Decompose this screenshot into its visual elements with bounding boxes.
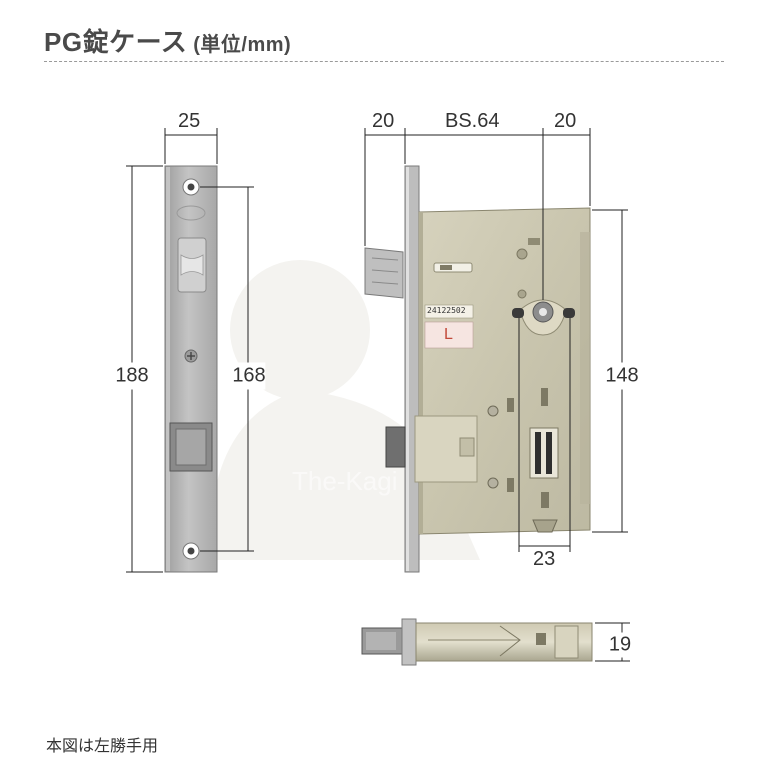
dimension-lines [126,128,630,662]
dim-bottom-width: 23 [533,548,556,570]
lock-case-bottom [361,618,593,666]
dim-case-height: 148 [605,362,639,390]
dim-front-width: 25 [178,110,201,132]
hand-mark: L [444,326,453,343]
dim-backset-right: 20 [554,110,577,132]
title-divider [44,61,724,62]
dim-backset: BS.64 [445,110,500,132]
dim-backset-left: 20 [372,110,395,132]
page-title: PG錠ケース(単位/mm) [44,22,291,59]
dim-screw-pitch: 168 [232,362,266,390]
unit-label: (単位/mm) [193,34,292,56]
dim-front-height: 188 [115,362,149,390]
watermark: The-Kagi [292,466,398,496]
stamp-code: 24122502 [427,306,466,315]
lock-case-side [364,165,591,573]
dim-thickness: 19 [608,632,632,658]
footnote: 本図は左勝手用 [46,738,159,755]
title-text: PG錠ケース [44,27,188,57]
faceplate-front [164,165,218,573]
